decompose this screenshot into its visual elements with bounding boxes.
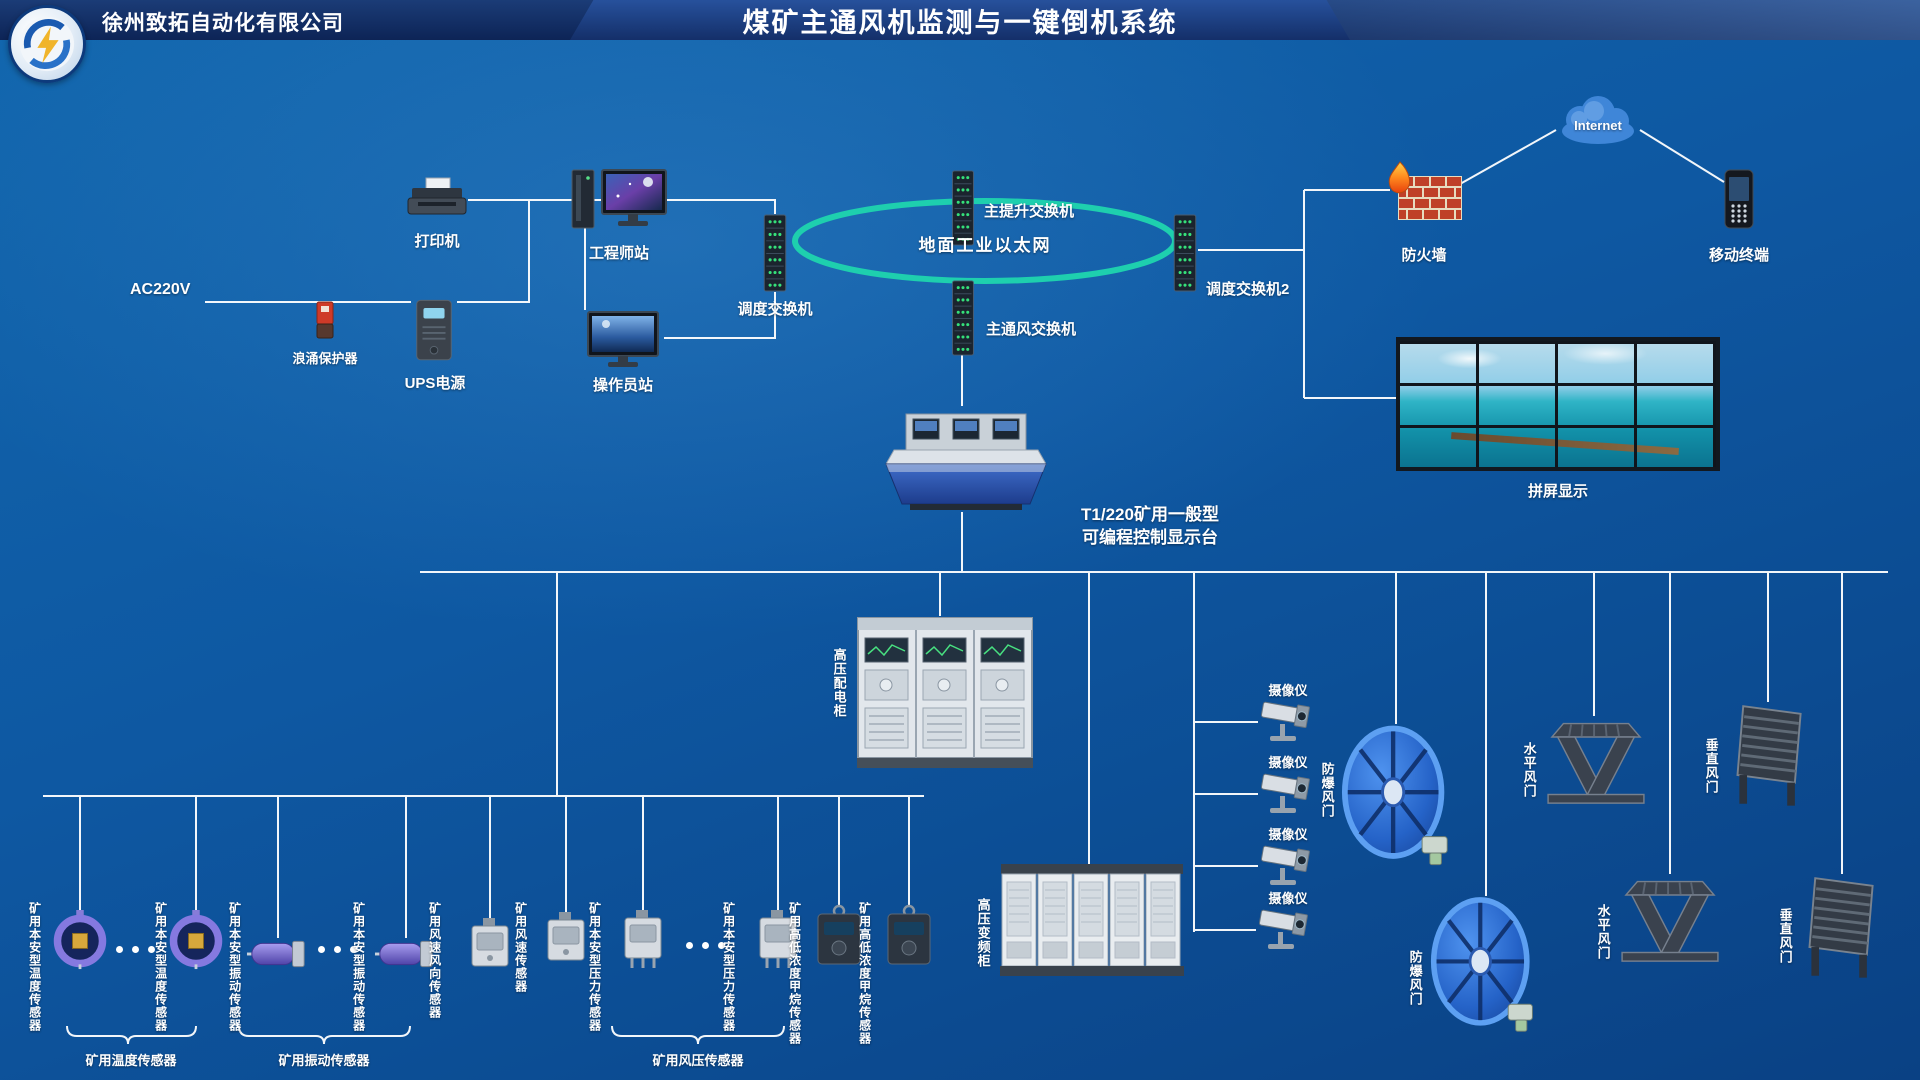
- ups-icon: [411, 298, 457, 364]
- control-console-icon: [880, 406, 1052, 512]
- hv-distribution-cabinet-label: 高压配电柜: [831, 648, 847, 718]
- vent-switch-label: 主通风交换机: [986, 321, 1077, 338]
- dispatch-switch-icon: [762, 214, 788, 292]
- horizontal-air-door-icon: [1620, 872, 1720, 964]
- ellipsis-dots: [686, 942, 725, 949]
- camera-icon: [1256, 770, 1320, 818]
- console-label-line2: 可编程控制显示台: [1082, 527, 1218, 547]
- internet-label: Internet: [1574, 118, 1622, 133]
- hv-distribution-cabinet-icon: [857, 614, 1035, 770]
- wind-speed-direction-sensor-icon: [466, 916, 514, 972]
- engineer-station-icon: [570, 168, 668, 234]
- camera-label: 摄像仪: [1268, 827, 1308, 842]
- sensor-label: 矿用本安型压力传感器: [721, 902, 736, 1032]
- title-banner: 煤矿主通风机监测与一键倒机系统: [570, 0, 1350, 40]
- temperature-sensor-icon: [168, 910, 224, 970]
- ups-label: UPS电源: [404, 375, 466, 392]
- engineer-station-label: 工程师站: [588, 245, 650, 262]
- ac220v-label: AC220V: [130, 281, 191, 298]
- vibration-sensor-icon: [246, 936, 310, 972]
- sensor-label: 矿用本安型温度传感器: [27, 902, 42, 1032]
- operator-station-icon: [586, 310, 660, 368]
- operator-station-label: 操作员站: [592, 377, 654, 394]
- temperature-sensor-icon: [52, 910, 108, 970]
- company-name: 徐州致拓自动化有限公司: [102, 12, 344, 35]
- sensor-group-label: 矿用温度传感器: [85, 1053, 177, 1068]
- camera-label: 摄像仪: [1268, 755, 1308, 770]
- ethernet-ring-label: 地面工业以太网: [918, 236, 1052, 255]
- page-title: 煤矿主通风机监测与一键倒机系统: [742, 7, 1178, 38]
- vertical-air-door-icon: [1798, 872, 1886, 980]
- dispatch-switch2-icon: [1172, 214, 1198, 292]
- ellipsis-dots: [318, 946, 357, 953]
- ellipsis-dots: [116, 946, 155, 953]
- horizontal-air-door-label: 水平风门: [1521, 742, 1537, 798]
- dispatch-switch-label: 调度交换机: [737, 301, 813, 318]
- mobile-terminal-label: 移动终端: [1708, 247, 1770, 264]
- explosion-proof-damper-label: 防爆风门: [1319, 762, 1335, 818]
- dispatch-switch2-label: 调度交换机2: [1206, 281, 1290, 298]
- vent-switch-icon: [950, 280, 976, 356]
- explosion-proof-damper-label: 防爆风门: [1407, 950, 1423, 1006]
- printer-label: 打印机: [414, 233, 460, 250]
- console-label-line1: T1/220矿用一般型: [1081, 505, 1219, 524]
- sensor-label: 矿用高低浓度甲烷传感器: [857, 902, 872, 1045]
- header-bar: 煤矿主通风机监测与一键倒机系统: [0, 0, 1920, 40]
- company-logo-icon: [8, 5, 86, 83]
- vertical-air-door-label: 垂直风门: [1703, 738, 1719, 794]
- firewall-icon: [1384, 160, 1464, 222]
- horizontal-air-door-label: 水平风门: [1595, 904, 1611, 960]
- printer-icon: [404, 176, 470, 224]
- sensor-label: 矿用风速传感器: [513, 902, 528, 993]
- camera-label: 摄像仪: [1268, 891, 1308, 906]
- sensor-label: 矿用本安型振动传感器: [227, 902, 242, 1032]
- mobile-terminal-icon: [1720, 168, 1758, 230]
- vertical-air-door-icon: [1726, 700, 1814, 808]
- horizontal-air-door-icon: [1546, 714, 1646, 806]
- camera-icon: [1256, 698, 1320, 746]
- vertical-air-door-label: 垂直风门: [1777, 908, 1793, 964]
- hoist-switch-label: 主提升交换机: [984, 203, 1075, 220]
- camera-icon: [1254, 906, 1318, 954]
- camera-icon: [1256, 842, 1320, 890]
- sensor-label: 矿用本安型温度传感器: [153, 902, 168, 1032]
- explosion-proof-damper-icon: [1341, 722, 1453, 874]
- video-wall-grid: [1400, 341, 1716, 467]
- video-wall-label: 拼屏显示: [1527, 483, 1589, 500]
- methane-sensor-icon: [883, 904, 935, 968]
- video-wall: [1396, 337, 1720, 471]
- surge-protector-icon: [312, 300, 338, 342]
- console-label: T1/220矿用一般型 可编程控制显示台: [1040, 504, 1260, 550]
- sensor-label: 矿用高低浓度甲烷传感器: [787, 902, 802, 1045]
- sensor-label: 矿用本安型压力传感器: [587, 902, 602, 1032]
- wind-speed-sensor-icon: [542, 910, 590, 966]
- hv-inverter-cabinet-label: 高压变频柜: [975, 898, 991, 968]
- sensor-group-label: 矿用振动传感器: [278, 1053, 370, 1068]
- pressure-sensor-icon: [619, 908, 667, 970]
- surge-protector-label: 浪涌保护器: [292, 351, 358, 366]
- explosion-proof-damper-icon: [1430, 894, 1538, 1040]
- sensor-label: 矿用本安型振动传感器: [351, 902, 366, 1032]
- firewall-label: 防火墙: [1401, 247, 1447, 264]
- sensor-label: 矿用风速风向传感器: [427, 902, 442, 1019]
- sensor-group-label: 矿用风压传感器: [652, 1053, 744, 1068]
- hv-inverter-cabinet-icon: [1000, 862, 1184, 980]
- camera-label: 摄像仪: [1268, 683, 1308, 698]
